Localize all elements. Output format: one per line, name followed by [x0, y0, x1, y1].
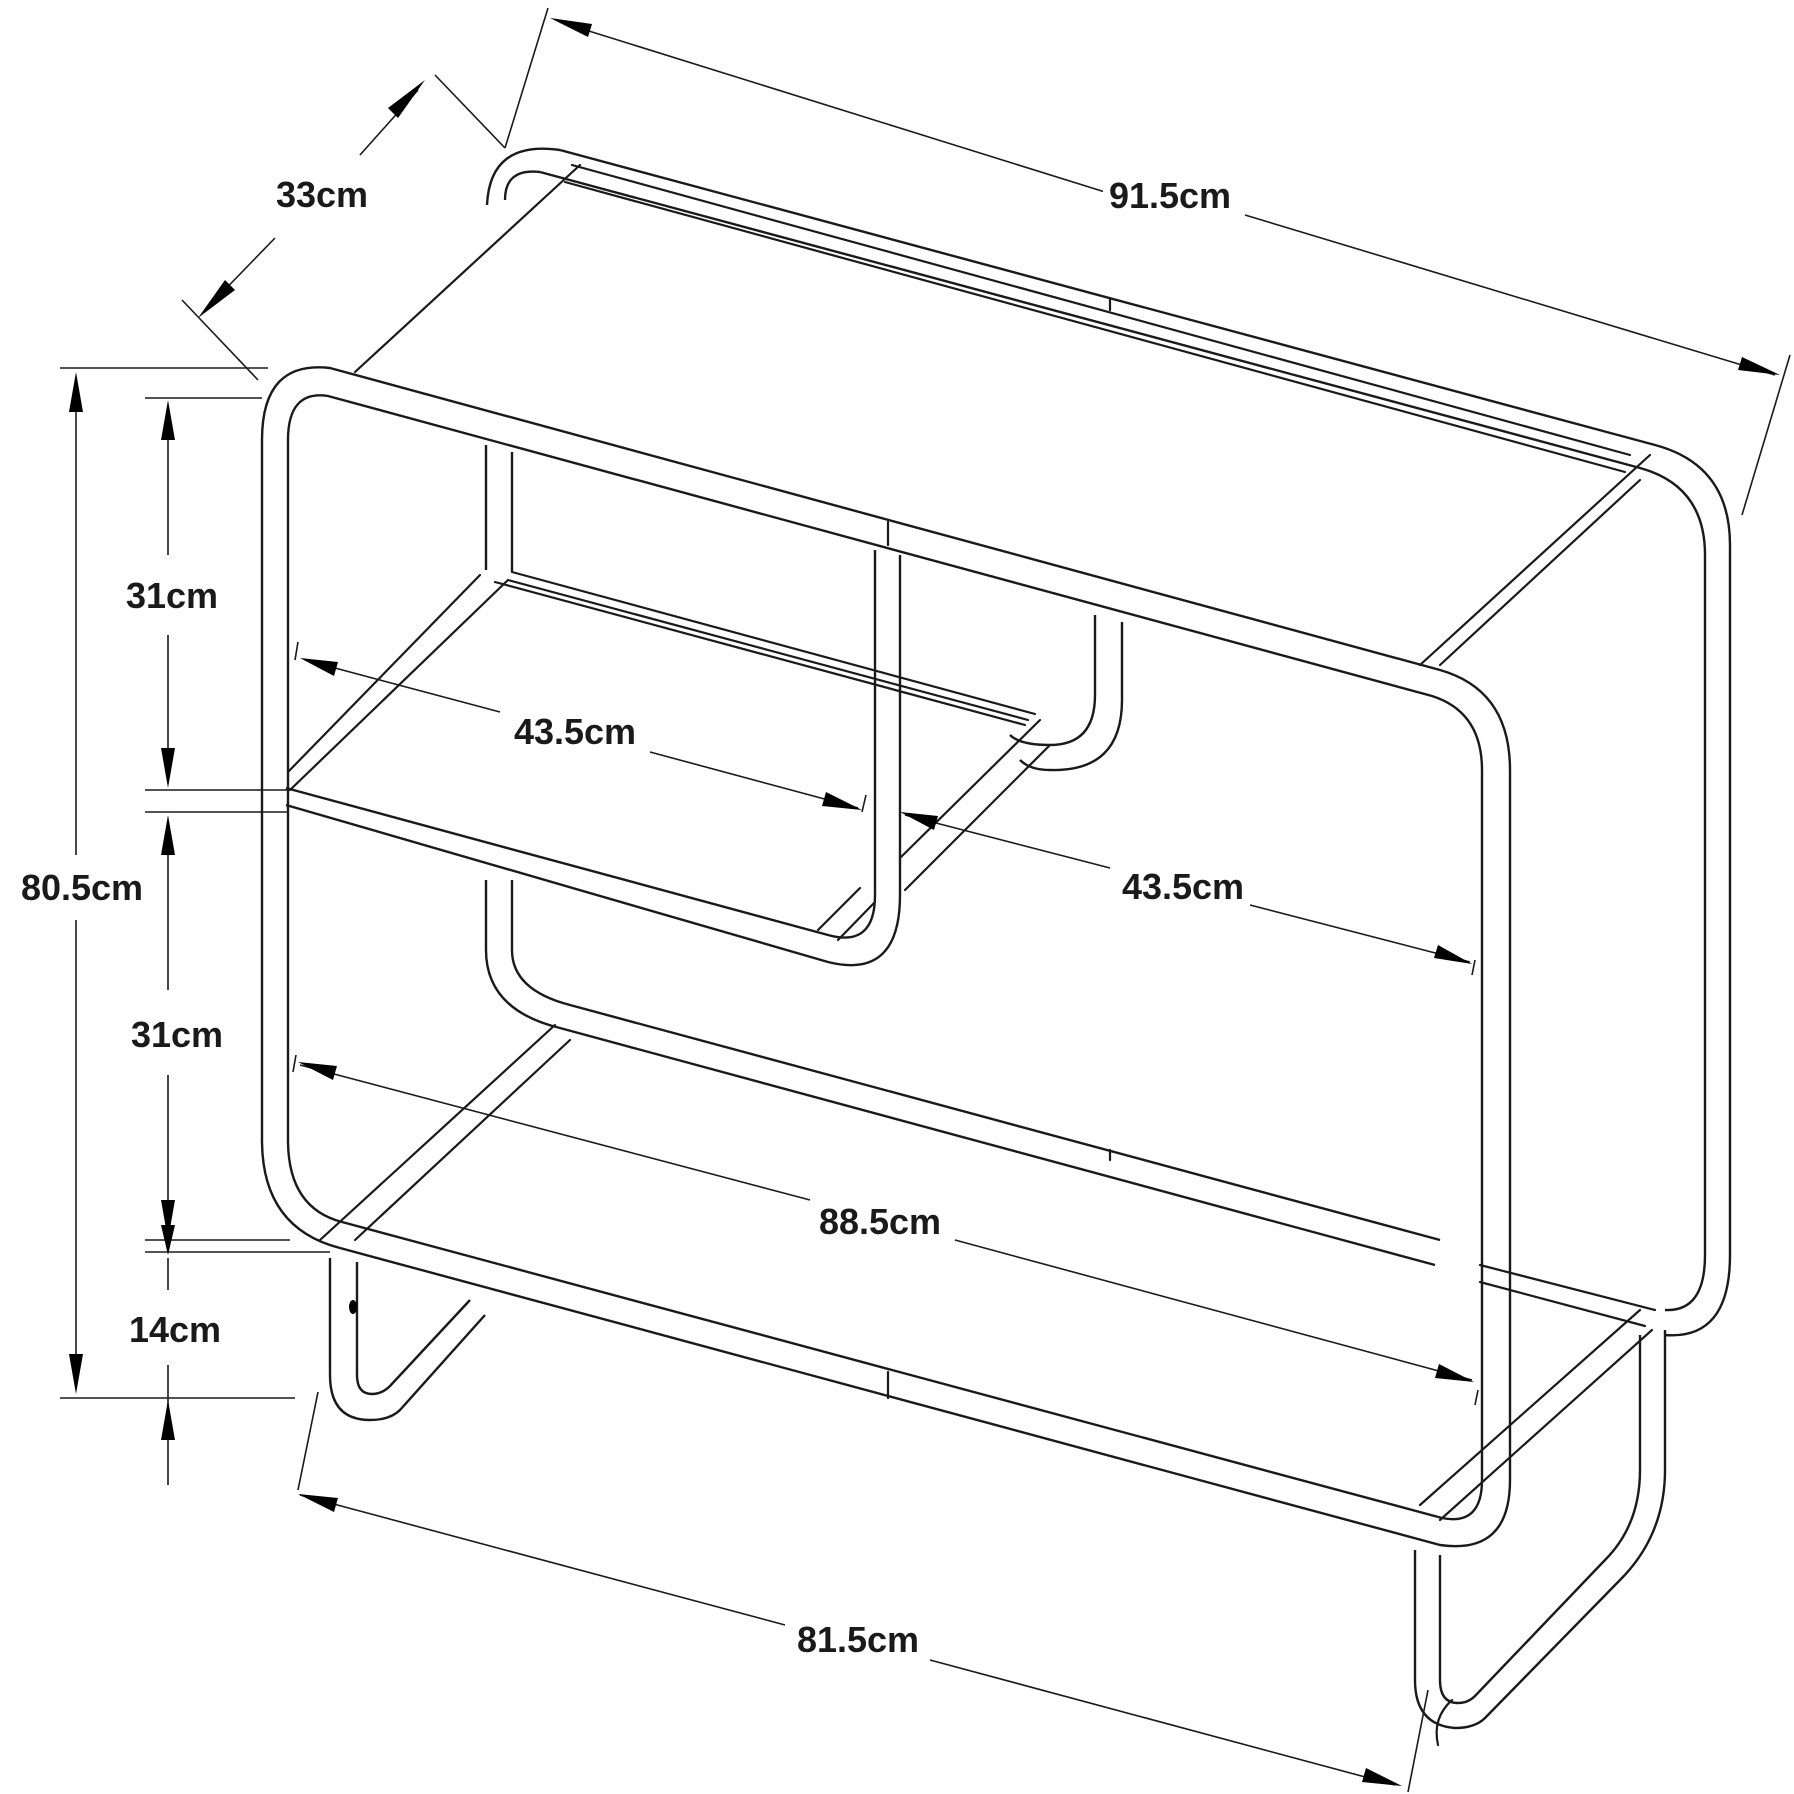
- dim-middle-height-line: [145, 811, 290, 1241]
- dim-inner-width-label: 88.5cm: [812, 1202, 948, 1242]
- dim-middle-height-label: 31cm: [124, 1015, 230, 1055]
- dim-upper-left-width-line: [294, 641, 867, 813]
- dim-upper-left-width-label: 43.5cm: [507, 712, 643, 752]
- dim-total-height-label: 80.5cm: [14, 868, 150, 908]
- dim-upper-right-width-label: 43.5cm: [1115, 867, 1251, 907]
- dim-depth-label: 33cm: [269, 175, 375, 215]
- dim-depth-line: [181, 74, 506, 381]
- dimension-lines: [60, 7, 1791, 1793]
- dim-total-height-line: [60, 367, 295, 1399]
- dim-top-width-line: [504, 7, 1791, 516]
- dim-leg-height-label: 14cm: [122, 1310, 228, 1350]
- console-table-frame: [260, 147, 1732, 1747]
- dim-inner-width-line: [292, 1054, 1479, 1406]
- dim-upper-right-width-line: [900, 812, 1476, 976]
- dim-base-width-line: [297, 1391, 1429, 1793]
- dim-base-width-label: 81.5cm: [790, 1620, 926, 1660]
- dim-leg-height-line: [145, 1225, 330, 1485]
- dim-upper-height-line: [145, 397, 290, 791]
- dim-top-width-label: 91.5cm: [1102, 176, 1238, 216]
- dim-upper-height-label: 31cm: [119, 576, 225, 616]
